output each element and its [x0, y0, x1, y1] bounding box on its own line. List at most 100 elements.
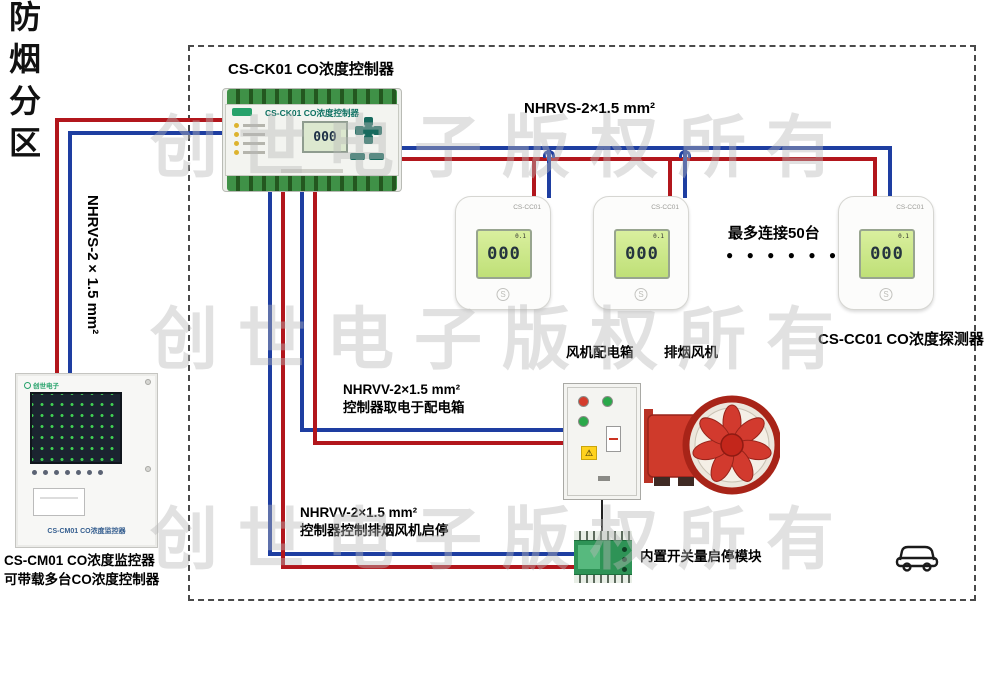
- co-detector-3: CS-CC01 0.1 000 S: [838, 196, 934, 310]
- status-led-column: [234, 123, 265, 159]
- led-icon: [234, 150, 239, 155]
- controller-lcd: 000: [302, 121, 348, 153]
- brand-logo-icon: S: [879, 288, 893, 301]
- ok-button[interactable]: [364, 126, 373, 135]
- led-icon: [234, 123, 239, 128]
- wire-blue-module-vertical: [268, 190, 272, 556]
- controller-faceplate: CS-CK01 CO浓度控制器 000: [225, 104, 399, 176]
- wire-red-monitor-vertical: [55, 118, 59, 375]
- wire-blue-monitor-vertical: [68, 131, 72, 375]
- monitor-button-row[interactable]: [32, 470, 103, 475]
- monitor-panel-text: CS-CM01 CO浓度监控器: [47, 528, 126, 535]
- function-button[interactable]: [350, 153, 365, 160]
- terminal-strip: [227, 89, 397, 104]
- wire-blue-drop-detector3: [888, 146, 892, 198]
- nhrvs-top-cable-label: NHRVS-2×1.5 mm²: [524, 100, 656, 117]
- wire-blue-monitor-horizontal: [68, 131, 226, 135]
- monitor-led-screen: [30, 392, 122, 464]
- wire-red-module-vertical: [281, 190, 285, 569]
- wire-red-cabinet-vertical: [313, 190, 317, 445]
- module-caption: 内置开关量启停模块: [640, 549, 762, 564]
- power-indicator-button[interactable]: [578, 416, 589, 427]
- led-label-bar: [243, 151, 265, 154]
- co-detector-1: CS-CC01 0.1 000 S: [455, 196, 551, 310]
- manufacturer-fine-print: [281, 169, 343, 173]
- screw-icons: [622, 547, 627, 572]
- right-button[interactable]: [373, 126, 382, 135]
- controller-face-title: CS-CK01 CO浓度控制器: [265, 108, 359, 118]
- wire-black-cabinet-to-module: [601, 500, 603, 533]
- detector-model-text: CS-CC01: [513, 204, 541, 211]
- wire-red-monitor-horizontal: [55, 118, 226, 122]
- monitor-caption-line2: 可带载多台CO浓度控制器: [4, 572, 160, 587]
- brand-tag: [232, 108, 252, 116]
- nhrvs-left-cable-label: NHRVS-2×1.5 mm²: [84, 195, 101, 335]
- switch-start-stop-module: [574, 531, 632, 583]
- terminal-strip: [227, 176, 397, 191]
- wire-red-module-horizontal: [281, 565, 578, 569]
- brand-logo-icon: S: [496, 288, 510, 301]
- detector-lcd: 0.1 000: [614, 229, 670, 279]
- ellipsis-dots: ● ● ● ● ● ●: [726, 248, 842, 262]
- exhaust-fan-device: [644, 393, 782, 502]
- led-icon: [234, 141, 239, 146]
- dashed-boundary-frame: [188, 45, 976, 601]
- fan-caption: 排烟风机: [664, 345, 718, 360]
- wire-blue-module-horizontal: [268, 552, 578, 556]
- exhaust-fan-icon: [644, 395, 782, 495]
- wire-blue-drop-detector1: [547, 146, 551, 198]
- panel-meter: [606, 426, 621, 452]
- stop-indicator-button[interactable]: [578, 396, 589, 407]
- max-connect-label: 最多连接50台: [728, 225, 820, 242]
- warning-icon: ⚠: [581, 446, 597, 460]
- car-icon: [894, 540, 940, 577]
- co-monitor-device: 创世电子 CS-CM01 CO浓度监控器: [15, 373, 158, 548]
- wire-red-cabinet-horizontal: [313, 441, 567, 445]
- door-latch[interactable]: [598, 476, 610, 481]
- wire-hop-icon: [543, 150, 555, 158]
- monitor-caption-line1: CS-CM01 CO浓度监控器: [4, 553, 155, 568]
- wire-hop-icon: [679, 150, 691, 158]
- wire-blue-detector-bus: [402, 146, 892, 150]
- co-detector-2: CS-CC01 0.1 000 S: [593, 196, 689, 310]
- screw-icon: [145, 466, 151, 472]
- brand-logo-icon: [24, 381, 31, 389]
- terminal-strip: [574, 531, 632, 540]
- brand-logo-icon: S: [634, 288, 648, 301]
- smoke-zone-label: 防烟分区: [5, 0, 41, 168]
- module-panel: [578, 545, 600, 569]
- left-button[interactable]: [355, 126, 364, 135]
- detector-model-text: CS-CC01: [896, 204, 924, 211]
- detector-lcd: 0.1 000: [476, 229, 532, 279]
- terminal-strip: [574, 575, 632, 583]
- down-button[interactable]: [364, 135, 373, 144]
- wire-red-drop-detector1: [532, 157, 536, 198]
- co-controller-device: CS-CK01 CO浓度控制器 000: [222, 88, 402, 192]
- wire-red-detector-bus: [402, 157, 877, 161]
- run-indicator-button[interactable]: [602, 396, 613, 407]
- led-label-bar: [243, 124, 265, 127]
- led-label-bar: [243, 142, 265, 145]
- fan-power-cabinet: ⚠: [563, 383, 641, 500]
- dpad-buttons[interactable]: [355, 117, 382, 144]
- wire-blue-cabinet-horizontal: [300, 428, 567, 432]
- up-button[interactable]: [364, 117, 373, 126]
- fan-box-caption: 风机配电箱: [566, 345, 634, 360]
- led-icon: [234, 132, 239, 137]
- brand-logo: 创世电子: [24, 380, 59, 390]
- nhrvv-control-cable-label: NHRVV-2×1.5 mm² 控制器控制排烟风机启停: [300, 505, 449, 538]
- cabinet-door-panel: [567, 387, 637, 496]
- module-body: [574, 540, 632, 575]
- wire-blue-cabinet-vertical: [300, 190, 304, 432]
- controller-caption: CS-CK01 CO浓度控制器: [228, 61, 394, 78]
- nhrvv-power-cable-label: NHRVV-2×1.5 mm² 控制器取电于配电箱: [343, 382, 465, 415]
- screw-icon: [145, 379, 151, 385]
- wire-red-drop-detector2: [668, 157, 672, 198]
- printer-slot: [33, 488, 85, 516]
- wire-blue-drop-detector2: [683, 146, 687, 198]
- wire-red-drop-detector3: [873, 157, 877, 198]
- detector-model-text: CS-CC01: [651, 204, 679, 211]
- detector-caption: CS-CC01 CO浓度探测器: [818, 331, 984, 348]
- function-button[interactable]: [369, 153, 384, 160]
